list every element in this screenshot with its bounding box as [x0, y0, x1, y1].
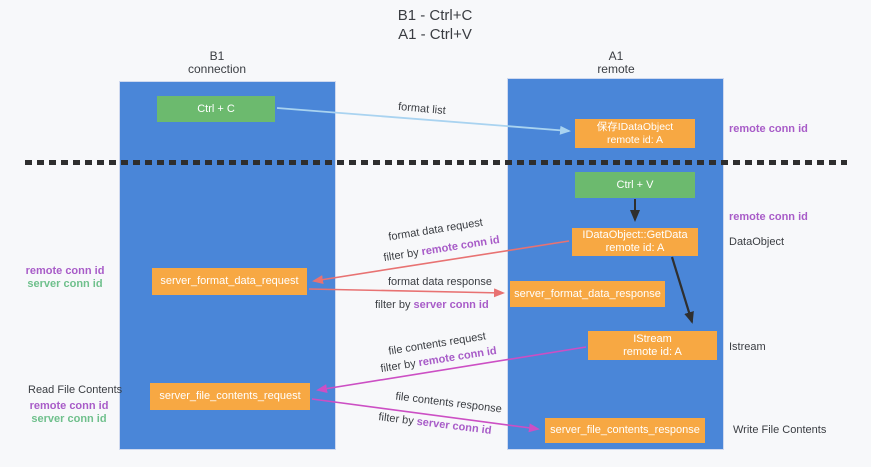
right-column-header-line2: remote — [597, 62, 635, 76]
node-server-format-data-request: server_format_data_request — [152, 268, 307, 295]
annotation-read-file-contents: Read File Contents — [28, 384, 123, 396]
annotation-write-file-contents: Write File Contents — [733, 424, 827, 436]
label-filter-by-text3: filter by — [379, 357, 420, 376]
node-idataobject-getdata: IDataObject::GetData remote id: A — [572, 228, 698, 256]
node-ctrl-v: Ctrl + V — [575, 172, 695, 198]
label-filter-format-response: filter by server conn id — [375, 299, 489, 312]
node-server-format-data-request-label: server_format_data_request — [160, 275, 299, 287]
left-column-header-line2: connection — [187, 62, 247, 76]
node-server-format-data-response: server_format_data_response — [510, 281, 665, 307]
diagram-title-line1: B1 - Ctrl+C — [397, 7, 473, 24]
node-idataobject-getdata-line2: remote id: A — [605, 242, 665, 254]
node-save-idataobject: 保存IDataObject remote id: A — [575, 119, 695, 148]
right-column-header: A1 remote — [556, 50, 676, 76]
label-format-list: format list — [397, 100, 447, 118]
label-filter-by-text1: filter by — [382, 246, 423, 265]
node-server-file-contents-request-label: server_file_contents_request — [159, 390, 301, 402]
node-idataobject-getdata-line1: IDataObject::GetData — [582, 229, 688, 241]
annotation-remote-conn-id-mid: remote conn id — [729, 211, 808, 223]
diagram-title-line2: A1 - Ctrl+V — [398, 26, 472, 43]
label-file-contents-response: file contents response — [394, 390, 503, 416]
dashed-separator-line — [25, 160, 847, 165]
left-column-header: B1 connection — [157, 50, 277, 76]
node-save-idataobject-line1: 保存IDataObject — [596, 120, 674, 133]
label-format-data-response: format data response — [388, 276, 492, 288]
left-column-header-line1: B1 — [209, 49, 225, 63]
node-istream-line1: IStream — [633, 332, 672, 345]
node-istream-line2: remote id: A — [623, 345, 682, 358]
label-filter-by-text2: filter by — [375, 299, 414, 311]
node-ctrl-c: Ctrl + C — [157, 96, 275, 122]
label-server-conn-id-inline2: server conn id — [415, 415, 493, 437]
right-column-header-line1: A1 — [608, 49, 624, 63]
annotation-remote-conn-id-left2: remote conn id — [29, 400, 109, 412]
node-istream: IStream remote id: A — [588, 331, 717, 360]
node-ctrl-c-label: Ctrl + C — [197, 102, 235, 115]
node-server-format-data-response-label: server_format_data_response — [514, 287, 661, 300]
arrow-format-data-response — [308, 288, 505, 298]
annotation-remote-conn-id-top: remote conn id — [729, 123, 808, 135]
annotation-dataobject: DataObject — [729, 236, 785, 248]
node-server-file-contents-response-label: server_file_contents_response — [550, 424, 700, 436]
annotation-server-conn-id-left2: server conn id — [31, 413, 107, 425]
node-ctrl-v-label: Ctrl + V — [616, 178, 654, 191]
annotation-istream: Istream — [729, 341, 766, 353]
label-filter-by-text4: filter by — [377, 411, 418, 428]
node-server-file-contents-response: server_file_contents_response — [545, 418, 705, 443]
node-save-idataobject-line2: remote id: A — [606, 133, 664, 146]
annotation-left-conn-ids-top: remote conn id server conn id — [10, 265, 120, 291]
annotation-server-conn-id-left1: server conn id — [27, 278, 103, 290]
diagram-title: B1 - Ctrl+C A1 - Ctrl+V — [300, 6, 570, 44]
label-filter-file-response: filter by server conn id — [378, 411, 492, 438]
annotation-left-conn-ids-bottom: remote conn id server conn id — [14, 400, 124, 426]
node-server-file-contents-request: server_file_contents_request — [150, 383, 310, 410]
label-server-conn-id-inline1: server conn id — [413, 299, 489, 311]
annotation-remote-conn-id-left1: remote conn id — [25, 265, 105, 277]
